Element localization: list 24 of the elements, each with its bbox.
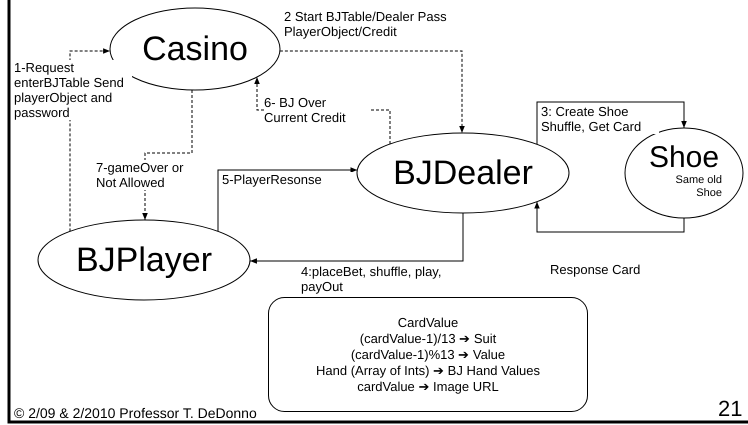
arrow	[536, 102, 687, 145]
class-ellipse	[357, 133, 569, 213]
node-text: cardValue ➔ Image URL	[357, 378, 499, 394]
node-title: BJPlayer	[76, 242, 212, 278]
note-box	[268, 297, 588, 412]
arrow	[279, 50, 465, 134]
arrow	[249, 212, 464, 264]
edge-label: 5-PlayerResonse	[222, 172, 352, 187]
node-text: (cardValue-1)/13 ➔ Suit	[360, 330, 496, 346]
class-ellipse	[38, 220, 250, 300]
node-text: (cardValue-1)%13 ➔ Value	[350, 346, 506, 362]
copyright-note: © 2/09 & 2/2010 Professor T. DeDonno	[14, 406, 257, 420]
node-title: Shoe	[648, 142, 720, 174]
node-title: CardValue	[398, 314, 458, 330]
node-text: Hand (Array of Ints) ➔ BJ Hand Values	[316, 362, 540, 378]
arrow	[218, 167, 358, 232]
node-title: Casino	[142, 31, 248, 67]
page-number: 21	[718, 398, 742, 420]
node-text: Same old Shoe	[674, 174, 722, 200]
arrow	[534, 201, 684, 232]
edge-label: 1-Request enterBJTable Send playerObject and password	[14, 60, 132, 120]
edge-label: 3: Create Shoe Shuffle, Get Card	[541, 104, 659, 134]
edge-label: 6- BJ Over Current Credit	[264, 95, 369, 125]
node-title: BJDealer	[393, 155, 533, 191]
